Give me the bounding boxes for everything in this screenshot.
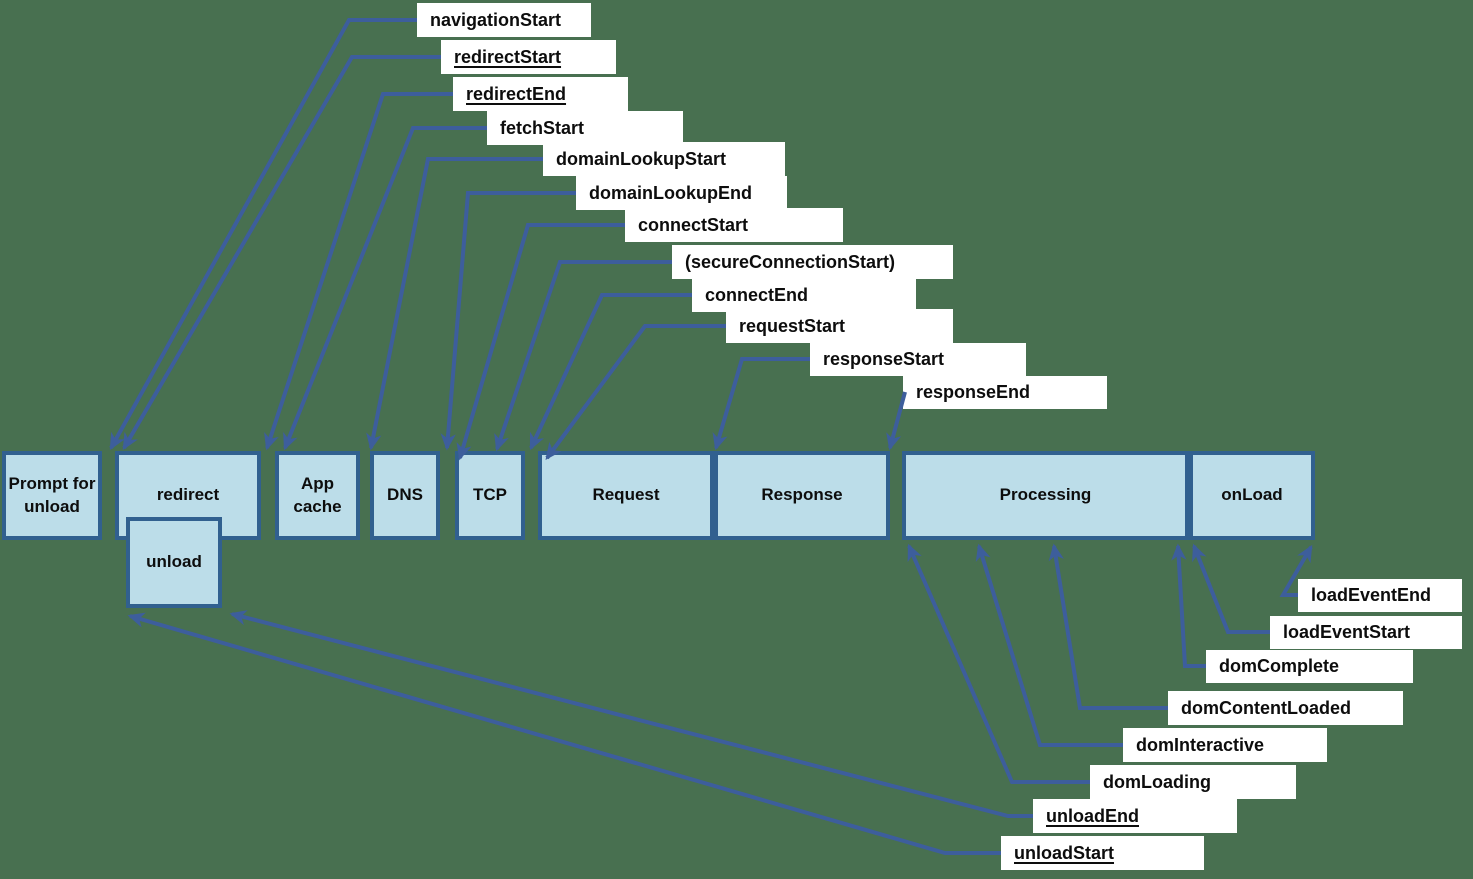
connector-domainLookupEnd xyxy=(440,191,576,451)
event-label-text: domainLookupStart xyxy=(556,148,726,169)
phase-box-processing: Processing xyxy=(902,451,1189,540)
event-label-loadEventStart: loadEventStart xyxy=(1270,616,1462,649)
event-label-text: domainLookupEnd xyxy=(589,182,752,203)
event-label-loadEventEnd: loadEventEnd xyxy=(1298,579,1462,612)
event-label-text: responseEnd xyxy=(916,382,1031,402)
event-label-unloadEnd: unloadEnd xyxy=(1033,799,1237,833)
event-label-domainLookupEnd: domainLookupEnd xyxy=(576,176,787,210)
connector-navigationStart xyxy=(109,18,417,451)
connector-unloadStart xyxy=(127,612,1001,855)
connector-secureConnectionStart xyxy=(494,260,672,452)
phase-box-unload: unload xyxy=(126,517,222,608)
event-label-secureConnectionStart: (secureConnectionStart) xyxy=(672,245,953,279)
event-label-domComplete: domComplete xyxy=(1206,650,1413,683)
phase-box-dns: DNS xyxy=(370,451,440,540)
event-label-text: domContentLoaded xyxy=(1181,697,1351,718)
event-label-domContentLoaded: domContentLoaded xyxy=(1168,691,1403,725)
connector-requestStart xyxy=(545,324,726,461)
connector-fetchStart xyxy=(283,126,487,451)
event-label-text: requestStart xyxy=(739,315,846,336)
phase-label: TCP xyxy=(473,485,507,505)
event-label-connectStart: connectStart xyxy=(625,208,843,242)
connector-domainLookupStart xyxy=(366,157,543,451)
event-label-domInteractive: domInteractive xyxy=(1123,728,1327,762)
event-label-text: (secureConnectionStart) xyxy=(685,251,896,272)
connector-domContentLoaded xyxy=(1048,543,1168,710)
connector-domComplete xyxy=(1171,543,1206,668)
event-label-navigationStart: navigationStart xyxy=(417,3,591,37)
event-label-text: redirectStart xyxy=(454,46,562,67)
phase-label: onLoad xyxy=(1221,485,1283,505)
event-label-text: domComplete xyxy=(1219,656,1340,676)
connector-domLoading xyxy=(907,543,1090,784)
event-label-text: loadEventEnd xyxy=(1311,585,1432,605)
phase-label: Request xyxy=(592,485,660,505)
event-label-text: redirectEnd xyxy=(466,83,567,104)
phase-label: Response xyxy=(761,485,843,505)
event-label-text: unloadStart xyxy=(1014,842,1115,863)
phase-label: Prompt for unload xyxy=(8,474,96,516)
phase-box-tcp: TCP xyxy=(455,451,525,540)
event-label-fetchStart: fetchStart xyxy=(487,111,683,145)
connector-redirectEnd xyxy=(264,92,453,451)
connector-redirectStart xyxy=(122,55,441,451)
connector-domInteractive xyxy=(975,543,1123,747)
event-label-text: connectEnd xyxy=(705,285,809,305)
event-label-text: fetchStart xyxy=(500,117,585,138)
connector-connectEnd xyxy=(529,293,692,451)
phase-label: Processing xyxy=(999,485,1092,505)
event-label-text: unloadEnd xyxy=(1046,805,1139,826)
phase-label: redirect xyxy=(156,485,220,505)
event-label-domainLookupStart: domainLookupStart xyxy=(543,142,785,176)
phase-box-response: Response xyxy=(714,451,890,540)
event-label-responseEnd: responseEnd xyxy=(903,376,1107,409)
event-label-redirectStart: redirectStart xyxy=(441,40,616,74)
connector-responseStart xyxy=(712,357,810,451)
event-label-text: navigationStart xyxy=(430,9,562,30)
phase-label: DNS xyxy=(387,485,423,505)
connector-unloadEnd xyxy=(229,610,1033,818)
event-label-requestStart: requestStart xyxy=(726,309,953,343)
event-label-text: loadEventStart xyxy=(1283,622,1411,642)
event-label-connectEnd: connectEnd xyxy=(692,279,916,312)
connector-connectStart xyxy=(456,223,625,461)
phase-box-request: Request xyxy=(538,451,714,540)
connector-loadEventStart xyxy=(1192,543,1270,634)
event-label-redirectEnd: redirectEnd xyxy=(453,77,628,111)
phase-box-onload: onLoad xyxy=(1189,451,1315,540)
event-label-responseStart: responseStart xyxy=(810,343,1026,376)
phase-label: unload xyxy=(146,552,202,572)
event-label-text: domInteractive xyxy=(1136,734,1265,755)
phase-box-app-cache: App cache xyxy=(275,451,360,540)
event-label-text: domLoading xyxy=(1103,771,1211,792)
event-label-text: connectStart xyxy=(638,214,749,235)
phase-label: App cache xyxy=(293,474,342,516)
event-label-unloadStart: unloadStart xyxy=(1001,836,1204,870)
phase-box-prompt-for-unload: Prompt for unload xyxy=(2,451,102,540)
event-label-text: responseStart xyxy=(823,349,945,369)
event-label-domLoading: domLoading xyxy=(1090,765,1296,799)
